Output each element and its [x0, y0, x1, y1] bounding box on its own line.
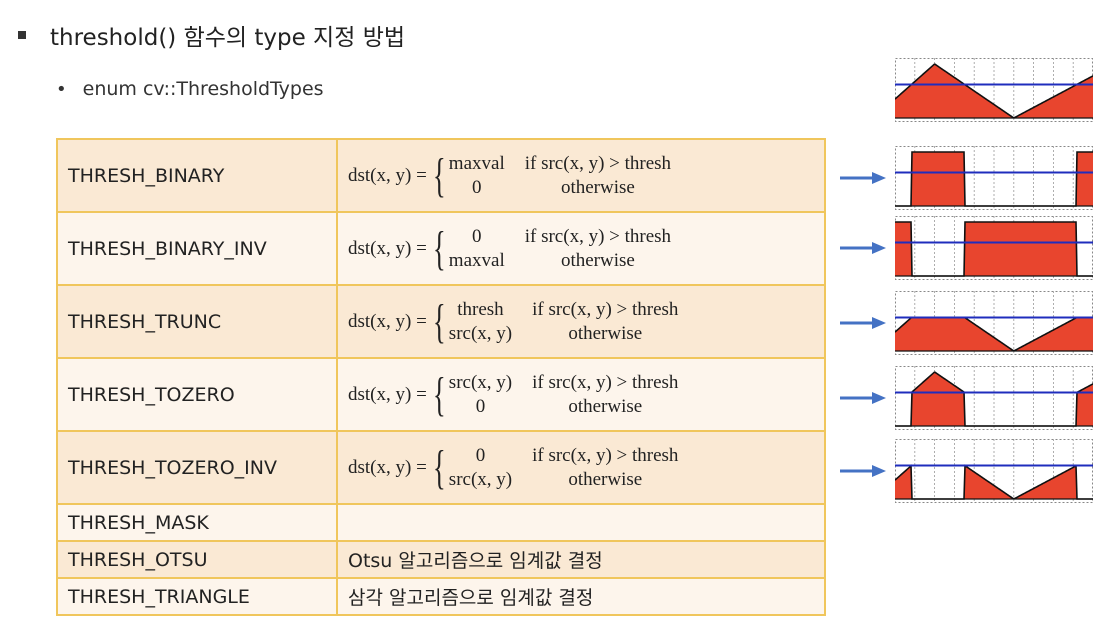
- table-row: THRESH_MASK: [56, 503, 826, 542]
- type-name-cell: THRESH_BINARY_INV: [56, 211, 338, 286]
- sub-bullet-text: enum cv::ThresholdTypes: [82, 78, 324, 100]
- slide-heading: threshold() 함수의 type 지정 방법: [18, 18, 405, 52]
- formula-cell: dst(x, y) ={maxval if src(x, y) > thresh 0…: [336, 138, 826, 213]
- formula-lhs: dst(x, y) =: [348, 164, 427, 186]
- right-arrow-icon: [840, 317, 886, 329]
- formula-cell: dst(x, y) ={0 if src(x, y) > thresh maxval…: [336, 211, 826, 286]
- heading-text: threshold() 함수의 type 지정 방법: [50, 25, 406, 51]
- formula-cell: dst(x, y) ={ thresh if src(x, y) > thresh s…: [336, 284, 826, 359]
- brace-icon: {: [432, 221, 446, 275]
- formula-cases: maxval if src(x, y) > thresh 0 otherwise: [449, 153, 671, 199]
- table-row: THRESH_TOZERO dst(x, y) ={src(x, y) if src…: [56, 357, 826, 432]
- piecewise-formula: dst(x, y) ={0 if src(x, y) > thresh maxval…: [348, 221, 814, 275]
- right-arrow-icon: [840, 392, 886, 404]
- type-name-cell: THRESH_MASK: [56, 503, 338, 542]
- formula-cases: 0 if src(x, y) > thresh maxval otherwise: [449, 226, 671, 272]
- signal-area: [895, 317, 1093, 351]
- waveform-tozero_inv: [895, 439, 1093, 503]
- description-cell: Otsu 알고리즘으로 임계값 결정: [336, 540, 826, 579]
- waveform-binary_inv: [895, 216, 1093, 280]
- formula-lhs: dst(x, y) =: [348, 237, 427, 259]
- type-name-cell: THRESH_OTSU: [56, 540, 338, 579]
- case-value: 0: [475, 444, 486, 466]
- case-value: thresh: [457, 298, 504, 320]
- case-value: maxval: [448, 152, 505, 174]
- formula-cases: src(x, y) if src(x, y) > thresh 0 otherwise: [449, 372, 679, 418]
- case-condition: otherwise: [568, 395, 643, 417]
- brace-icon: {: [432, 367, 446, 421]
- case-condition: if src(x, y) > thresh: [532, 298, 679, 320]
- piecewise-formula: dst(x, y) ={0 if src(x, y) > thresh src(x,…: [348, 440, 814, 494]
- piecewise-formula: dst(x, y) ={maxval if src(x, y) > thresh 0…: [348, 148, 814, 202]
- piecewise-formula: dst(x, y) ={src(x, y) if src(x, y) > thre…: [348, 367, 814, 421]
- case-value: src(x, y): [448, 468, 513, 490]
- formula-cases: thresh if src(x, y) > thresh src(x, y) othe…: [449, 299, 679, 345]
- table-row: THRESH_TRUNC dst(x, y) ={ thresh if src(x, …: [56, 284, 826, 359]
- waveform-tozero: [895, 366, 1093, 430]
- formula-cell: dst(x, y) ={src(x, y) if src(x, y) > thre…: [336, 357, 826, 432]
- waveform-source: [895, 58, 1093, 122]
- table-row: THRESH_BINARY_INV dst(x, y) ={0 if src(x, …: [56, 211, 826, 286]
- brace-icon: {: [432, 294, 446, 348]
- description-cell: 삼각 알고리즘으로 임계값 결정: [336, 577, 826, 616]
- brace-icon: {: [432, 148, 446, 202]
- case-condition: otherwise: [568, 322, 643, 344]
- type-name-cell: THRESH_TRIANGLE: [56, 577, 338, 616]
- type-name-cell: THRESH_TOZERO_INV: [56, 430, 338, 505]
- square-bullet-icon: [18, 31, 26, 39]
- formula-cell: dst(x, y) ={0 if src(x, y) > thresh src(x,…: [336, 430, 826, 505]
- signal-area: [895, 465, 1093, 499]
- case-condition: if src(x, y) > thresh: [532, 444, 679, 466]
- formula-cases: 0 if src(x, y) > thresh src(x, y) otherwise: [449, 445, 679, 491]
- case-condition: if src(x, y) > thresh: [524, 225, 672, 247]
- waveform-binary: [895, 146, 1093, 210]
- type-name-cell: THRESH_TOZERO: [56, 357, 338, 432]
- waveform-trunc: [895, 291, 1093, 355]
- case-value: 0: [475, 395, 486, 417]
- formula-lhs: dst(x, y) =: [348, 310, 427, 332]
- right-arrow-icon: [840, 465, 886, 477]
- formula-lhs: dst(x, y) =: [348, 456, 427, 478]
- signal-area: [895, 64, 1093, 118]
- signal-area: [895, 222, 1093, 276]
- sub-bullet: • enum cv::ThresholdTypes: [56, 78, 324, 100]
- case-value: src(x, y): [448, 322, 513, 344]
- dot-bullet-icon: •: [56, 78, 67, 100]
- type-name-cell: THRESH_BINARY: [56, 138, 338, 213]
- signal-outline: [895, 63, 1093, 119]
- right-arrow-icon: [840, 172, 886, 184]
- case-condition: otherwise: [560, 249, 635, 271]
- case-condition: otherwise: [568, 468, 643, 490]
- case-value: maxval: [448, 249, 505, 271]
- right-arrow-icon: [840, 242, 886, 254]
- table-row: THRESH_TOZERO_INV dst(x, y) ={0 if src(x, …: [56, 430, 826, 505]
- brace-icon: {: [432, 440, 446, 494]
- piecewise-formula: dst(x, y) ={ thresh if src(x, y) > thresh s…: [348, 294, 814, 348]
- description-cell: [336, 503, 826, 542]
- type-name-cell: THRESH_TRUNC: [56, 284, 338, 359]
- case-value: src(x, y): [448, 371, 513, 393]
- table-row: THRESH_BINARY dst(x, y) ={maxval if src(x,…: [56, 138, 826, 213]
- case-condition: otherwise: [560, 176, 635, 198]
- signal-area: [895, 372, 1093, 426]
- formula-lhs: dst(x, y) =: [348, 383, 427, 405]
- case-condition: if src(x, y) > thresh: [532, 371, 679, 393]
- case-value: 0: [472, 176, 482, 198]
- signal-area: [895, 152, 1093, 206]
- case-value: 0: [472, 225, 482, 247]
- case-condition: if src(x, y) > thresh: [524, 152, 672, 174]
